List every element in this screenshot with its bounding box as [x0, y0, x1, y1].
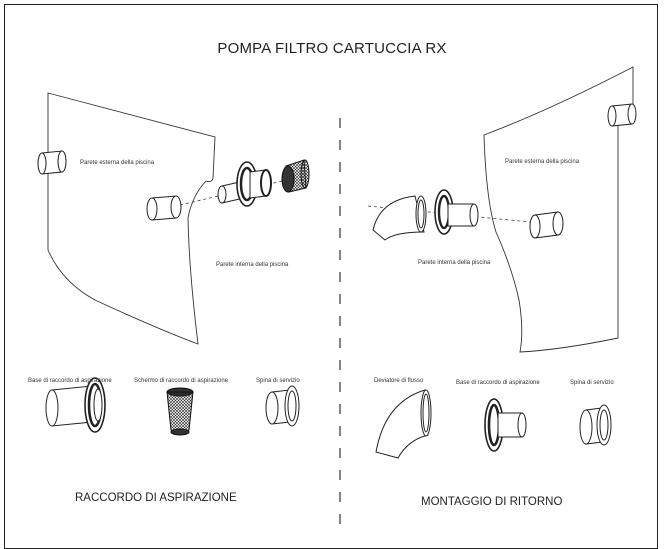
part-suction-screen [166, 387, 194, 436]
left-wall-pipe [37, 150, 67, 175]
left-screen-exploded [281, 159, 310, 193]
right-part-label-0: Deviatore di flusso [374, 378, 424, 384]
left-section-title: RACCORDO DI ASPIRAZIONE [75, 492, 237, 504]
diagram-drawing [37, 66, 637, 535]
part-flow-diverter [375, 389, 432, 459]
part-service-plug-right [579, 404, 612, 446]
part-suction-base [45, 377, 106, 433]
right-suction-base-exploded [434, 189, 479, 235]
diagram-title: POMPA FILTRO CARTUCCIA RX [217, 40, 447, 57]
right-diverter-exploded [372, 195, 427, 241]
left-suction-base-exploded [217, 161, 272, 207]
right-inner-wall-label: Parete interna della piscina [418, 260, 491, 266]
left-explode-axis [179, 177, 296, 206]
right-pool-wall [483, 66, 634, 353]
part-service-plug-left [265, 385, 300, 427]
left-inner-wall-label: Parete interna della piscina [216, 262, 289, 268]
right-outer-wall-label: Parete esterna della piscina [505, 159, 580, 165]
right-section-title: MONTAGGIO DI RITORNO [421, 496, 563, 508]
left-part-label-0: Base di raccordo di aspirazione [28, 378, 112, 384]
right-wall-pipe [607, 103, 637, 127]
left-pool-wall [47, 92, 216, 345]
part-suction-base-right [484, 398, 527, 452]
left-part-label-2: Spina di servizio [256, 378, 300, 384]
left-inner-pipe [146, 195, 182, 221]
right-inner-pipe [529, 211, 564, 239]
left-outer-wall-label: Parete esterna della piscina [80, 160, 155, 166]
left-part-label-1: Schermo di raccordo di aspirazione [134, 378, 229, 384]
right-part-label-2: Spina di servizio [570, 380, 614, 386]
right-part-label-1: Base di raccordo di aspirazione [456, 380, 540, 386]
